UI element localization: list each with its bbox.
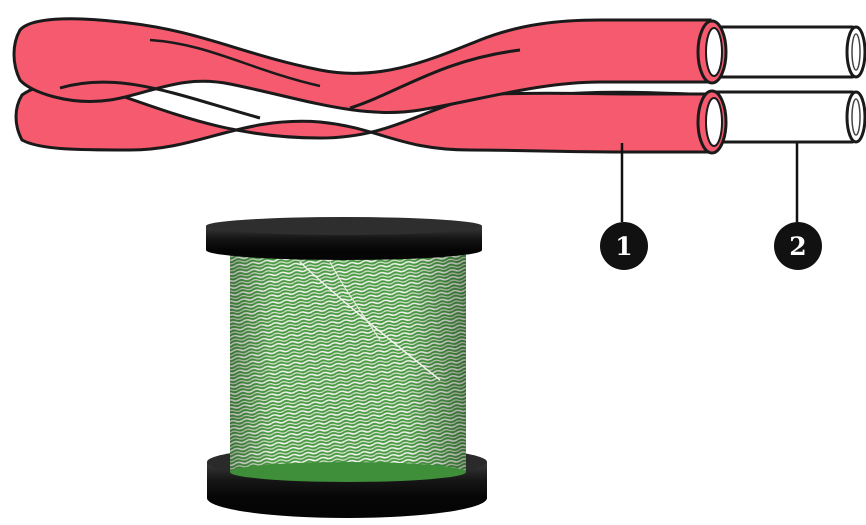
callout-1: 1 (600, 143, 648, 270)
twisted-pair-cable-icon (14, 19, 865, 153)
callout-2: 2 (774, 143, 822, 270)
wire-spool-icon (206, 217, 487, 518)
conductor (706, 27, 865, 142)
insulation (14, 19, 726, 153)
callout-2-label: 2 (789, 232, 806, 261)
callout-1-label: 1 (615, 232, 632, 261)
